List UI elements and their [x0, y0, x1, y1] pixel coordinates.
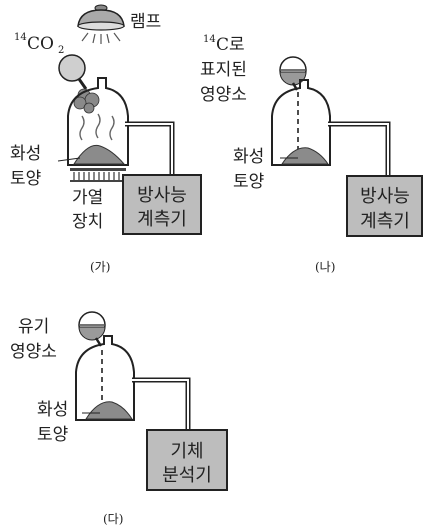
analyzer-line1: 기체 [170, 441, 203, 462]
nutrient-c-line2: 영양소 [10, 342, 57, 362]
soil-mound-a [73, 144, 126, 165]
heat-fumes [79, 113, 115, 141]
dropping-funnel-c [78, 311, 106, 347]
soil-mound-c [85, 401, 133, 420]
detector-b-line2: 계측기 [360, 211, 410, 232]
gas-plume [73, 88, 100, 114]
detector-b-line1: 방사능 [360, 186, 410, 207]
soil-mound-b [281, 147, 329, 165]
panel-a: 램프 14 CO 2 [10, 4, 202, 274]
soil-b-line1: 화성 [233, 147, 264, 167]
heater-label-line2: 장치 [72, 212, 103, 232]
co2-bulb [58, 54, 88, 90]
nutrient-b-line3: 영양소 [200, 85, 247, 105]
lamp-label: 램프 [130, 12, 161, 32]
soil-c-line1: 화성 [37, 400, 68, 420]
panel-b: 14 C로 표지된 영양소 방사능 계측기 화성 토양 (나) [200, 34, 423, 274]
radiation-detector-b [346, 175, 423, 237]
flask-a [67, 77, 129, 166]
nutrient-b-line2: 표지된 [200, 60, 247, 80]
caption-b: (나) [315, 260, 335, 274]
heater-label-line1: 가열 [72, 188, 103, 208]
panel-c: 유기 영양소 기체 분석기 화성 토양 (다) [10, 311, 228, 526]
caption-c: (다) [103, 512, 123, 526]
dropping-funnel-b [279, 56, 307, 91]
detector-a-line2: 계측기 [137, 209, 187, 230]
detector-a-line1: 방사능 [137, 185, 187, 206]
nutrient-b-line1: C로 [216, 35, 245, 55]
radiation-detector-a [122, 174, 202, 235]
gas-analyzer [146, 429, 228, 491]
flask-b [271, 79, 331, 166]
nutrient-b-isotope: 14 [203, 34, 216, 45]
tube-b [328, 121, 391, 176]
heater-icon [70, 168, 126, 182]
soil-c-line2: 토양 [37, 425, 68, 445]
soil-a-line2: 토양 [10, 169, 41, 189]
caption-a: (가) [90, 260, 110, 274]
co2-subscript-label: 2 [58, 45, 64, 56]
nutrient-c-line1: 유기 [18, 317, 49, 337]
lamp-icon [77, 4, 125, 44]
soil-b-line2: 토양 [233, 172, 264, 192]
analyzer-line2: 분석기 [162, 465, 212, 486]
co2-isotope-label: 14 [14, 32, 27, 43]
flask-c [75, 335, 135, 421]
soil-a-line1: 화성 [10, 144, 41, 164]
tube-a [125, 121, 175, 175]
co2-formula-label: CO [27, 34, 54, 54]
tube-c [132, 377, 191, 430]
